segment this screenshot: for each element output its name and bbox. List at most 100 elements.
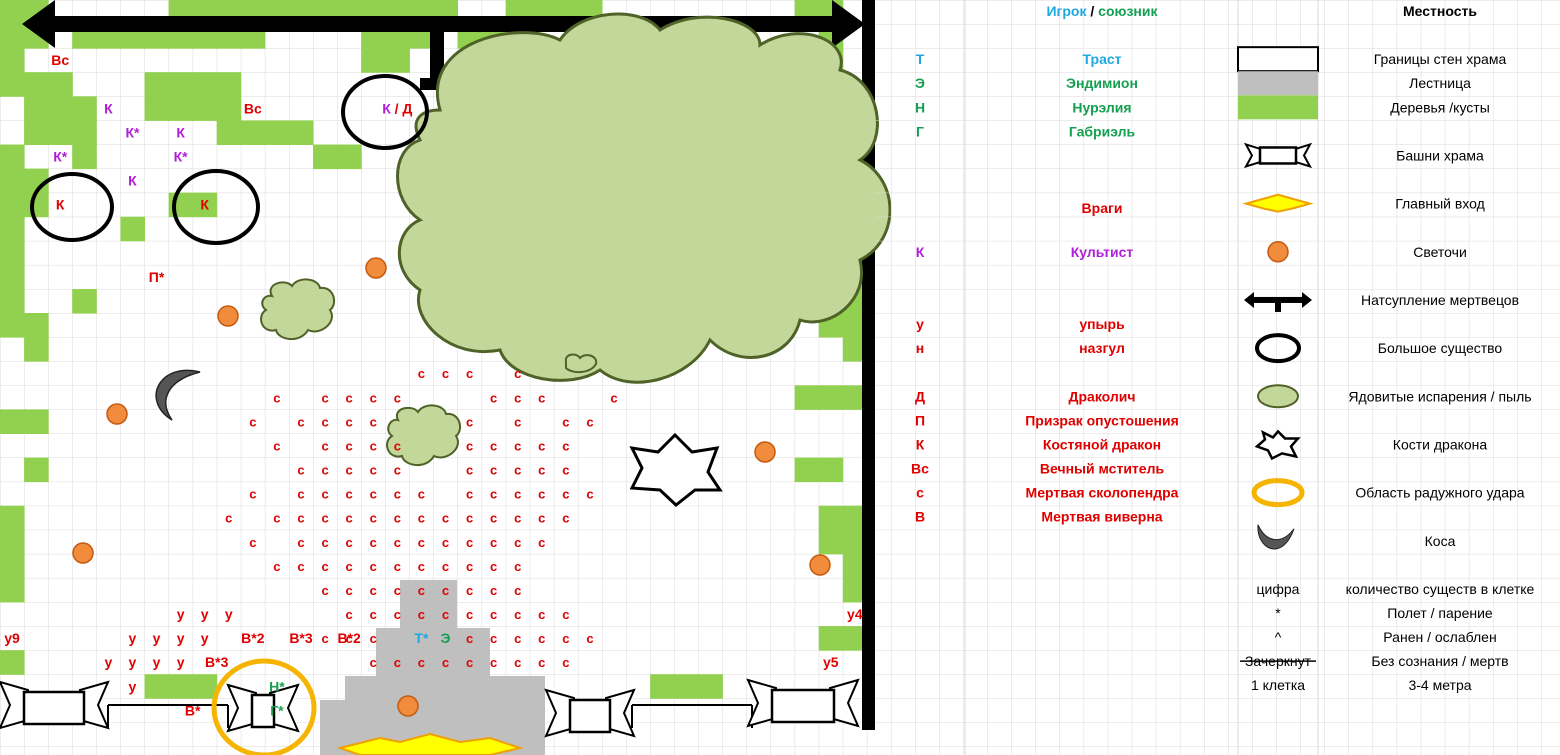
lamp-icon [106,403,128,425]
lamp-icon [365,257,387,279]
legend-enemy-code: К [916,436,925,452]
main-entrance-icon [1242,193,1314,213]
tree-cell [0,240,25,266]
legend-enemy-name: Культист [1071,244,1134,260]
legend-terrain-label: Лестница [1409,75,1471,91]
tree-cell [192,192,218,218]
centipede-token: с [249,535,256,550]
centipede-token: с [514,631,521,646]
centipede-token: с [562,438,569,453]
centipede-token: с [538,463,545,478]
map-token: К [56,197,65,213]
legend-terrain-label: Деревья /кусты [1390,99,1490,115]
tree-cell [0,192,25,218]
dragon-bones-icon [1254,429,1301,461]
legend-enemy-code: н [916,340,924,356]
map-token: у [104,654,112,670]
map-token: К / Д [382,100,412,116]
centipede-token: с [370,631,377,646]
tree-cell [24,409,49,434]
centipede-token: с [466,559,473,574]
centipede-token: с [466,607,473,622]
tree-cell [0,264,25,290]
legend-enemy-name: Мертвая виверна [1041,509,1162,525]
tree-cell [0,24,25,49]
centipede-token: с [514,607,521,622]
tree-cell [0,144,25,170]
poison-cloud-small-2 [386,404,462,466]
legend-enemy-name: Вечный мститель [1040,461,1165,477]
legend-char-code: Н [915,99,925,115]
centipede-token: с [321,390,328,405]
legend-note-key: 1 клетка [1251,677,1305,693]
tree-cell [168,72,194,97]
centipede-token: с [249,487,256,502]
centipede-token: с [370,438,377,453]
legend-enemy-code: В [915,509,925,525]
centipede-token: с [562,414,569,429]
tree-cell [818,505,844,531]
map-token: Г* [270,702,284,718]
tree-cell [385,48,410,73]
centipede-token: с [562,487,569,502]
large-creature-icon [172,169,260,245]
lamp-icon [754,441,776,463]
centipede-token: с [418,511,425,526]
centipede-token: с [442,559,449,574]
tree-cell [216,72,242,97]
tree-cell [0,577,25,603]
centipede-token: с [562,631,569,646]
centipede-token: с [562,655,569,670]
centipede-token: с [490,390,497,405]
centipede-token: с [514,511,521,526]
map-token: Т* [414,630,429,646]
centipede-token: с [490,463,497,478]
centipede-token: с [466,463,473,478]
map-token: К [128,173,137,189]
legend-note-value: количество существ в клетке [1346,581,1535,597]
centipede-token: с [610,390,617,405]
centipede-token: с [538,535,545,550]
centipede-token: с [297,414,304,429]
poison-cloud-small-1 [260,278,336,340]
tree-cell [650,674,675,699]
centipede-token: с [514,463,521,478]
centipede-token: с [297,487,304,502]
map-token: В*2 [241,630,265,646]
centipede-token: с [418,607,425,622]
lamp-icon [809,554,831,576]
legend-terrain-label: Главный вход [1395,196,1485,212]
map-token: К* [53,149,68,165]
tree-cell [0,72,25,97]
map-token: К* [125,124,140,140]
centipede-token: с [370,414,377,429]
centipede-token: с [370,511,377,526]
centipede-token: с [346,559,353,574]
centipede-token: с [490,535,497,550]
tree-cell [240,120,266,145]
centipede-token: с [490,631,497,646]
centipede-token: с [490,487,497,502]
tree-cell [313,144,338,170]
centipede-token: с [538,655,545,670]
centipede-token: с [442,511,449,526]
map-token: П* [149,269,165,285]
map-token: у [201,606,209,622]
centipede-token: с [442,607,449,622]
tree-cell [0,505,25,531]
centipede-token: с [394,583,401,598]
tree-cell [264,120,290,145]
map-token: К* [174,149,189,165]
centipede-token: с [490,583,497,598]
legend-enemy-name: Драколич [1069,388,1136,404]
centipede-token: с [394,559,401,574]
tower-icon [226,683,300,733]
legend-terrain-label: Границы стен храма [1374,51,1507,67]
tree-cell [24,96,49,121]
centipede-token: с [346,535,353,550]
centipede-token: с [466,366,473,381]
centipede-token: с [514,487,521,502]
map-token: у4 [847,606,863,622]
